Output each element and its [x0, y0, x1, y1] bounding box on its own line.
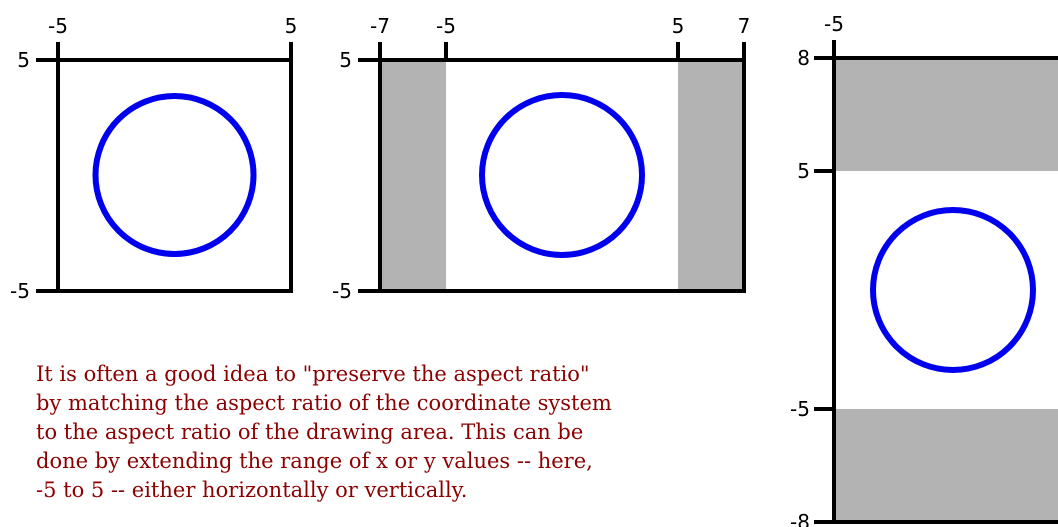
y-tick-label: 5	[797, 159, 810, 183]
y-tick-label: -5	[332, 279, 352, 303]
x-tick-label: 5	[672, 14, 685, 38]
x-tick-label: -7	[370, 14, 390, 38]
y-tick-label: 8	[797, 46, 810, 70]
caption-line: by matching the aspect ratio of the coor…	[36, 391, 612, 415]
caption-line: done by extending the range of x or y va…	[36, 449, 593, 473]
y-tick-label: 5	[339, 48, 352, 72]
shaded-region-left	[380, 60, 446, 291]
panel-wide: -7 -5 5 7 5 -5	[332, 14, 750, 303]
shaded-region-bottom	[834, 409, 1058, 522]
x-tick-label: 5	[285, 14, 298, 38]
caption-line: -5 to 5 -- either horizontally or vertic…	[36, 478, 468, 502]
panel-wide-circle	[479, 92, 645, 258]
x-tick-label: -5	[48, 14, 68, 38]
panel-tall: -5 8 5 -5 -8	[790, 12, 1058, 527]
panel-square: -5 5 5 -5	[10, 14, 297, 303]
caption-line: to the aspect ratio of the drawing area.…	[36, 420, 584, 444]
x-tick-label: -5	[824, 12, 844, 36]
panel-tall-circle	[870, 207, 1036, 373]
shaded-region-right	[678, 60, 744, 291]
panel-wide-frame	[378, 58, 746, 293]
x-tick-label: 7	[738, 14, 751, 38]
y-tick-label: -5	[790, 397, 810, 421]
panel-tall-frame	[832, 56, 1058, 524]
caption-line: It is often a good idea to "preserve the…	[36, 362, 590, 386]
shaded-region-top	[834, 58, 1058, 171]
y-tick-label: -5	[10, 279, 30, 303]
panel-square-circle	[92, 93, 257, 257]
caption: It is often a good idea to "preserve the…	[36, 360, 756, 505]
y-tick-label: -8	[790, 510, 810, 527]
y-tick-label: 5	[17, 48, 30, 72]
x-tick-label: -5	[436, 14, 456, 38]
